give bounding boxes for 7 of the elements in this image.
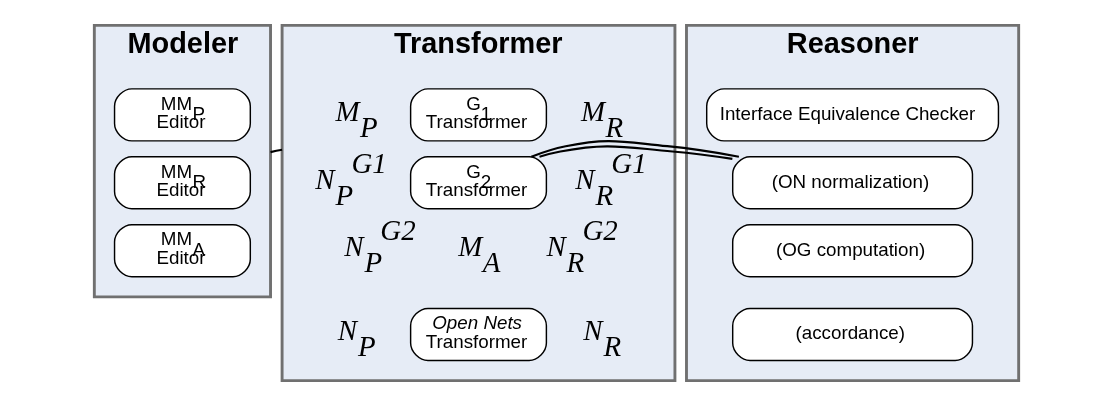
connector bbox=[269, 148, 282, 154]
node-box: Interface Equivalence Checker bbox=[705, 88, 999, 142]
node-box: (OG computation) bbox=[731, 223, 973, 278]
node-box: Open Nets Transformer bbox=[409, 307, 547, 362]
node-box: (accordance) bbox=[731, 307, 973, 362]
connector bbox=[530, 140, 739, 160]
node-box: (ON normalization) bbox=[731, 156, 973, 210]
